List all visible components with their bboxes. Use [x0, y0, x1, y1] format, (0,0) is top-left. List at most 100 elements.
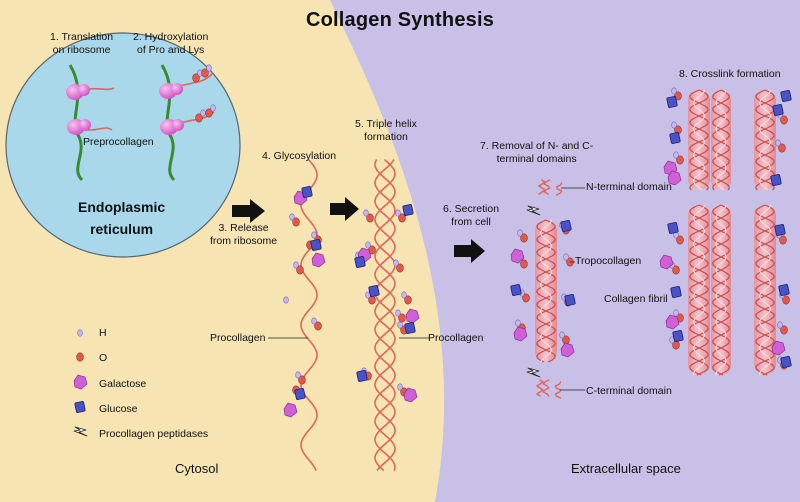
galactose-molecule [283, 402, 298, 418]
galactose-molecule [513, 326, 528, 342]
oxygen-atom [674, 91, 682, 101]
hydrogen-atom [311, 317, 317, 325]
step-7-label: 7. Removal of N- and C-terminal domains [480, 140, 594, 165]
oxygen-atom [676, 235, 684, 245]
legend-h-label: H [99, 327, 107, 339]
legend-o-label: O [99, 352, 108, 364]
helix-strand [759, 204, 772, 375]
oxygen-atom [404, 295, 412, 305]
galactose-molecule [510, 248, 525, 264]
glucose-molecule [672, 330, 684, 342]
galactose-molecule [771, 340, 786, 356]
glucose-molecule [356, 370, 368, 382]
hydrogen-atom [210, 104, 216, 112]
extracellular-label: Extracellular space [571, 461, 681, 476]
legend-peptidase-icon [73, 426, 88, 437]
oxygen-atom [192, 73, 200, 83]
c-terminal-fragment [535, 379, 545, 397]
triple-helix-strand-1 [374, 159, 396, 471]
oxygen-atom [676, 155, 684, 165]
glucose-molecule [560, 220, 572, 232]
ribosome-icon [79, 119, 91, 131]
process-arrow-1 [232, 199, 265, 223]
hydrogen-atom [363, 209, 369, 217]
fibril-helix [754, 89, 776, 191]
oxygen-atom [780, 115, 788, 125]
fibril-helix [711, 89, 731, 191]
oxygen-atom [782, 295, 790, 305]
legend-peptidases-label: Procollagen peptidases [99, 428, 209, 440]
hydrogen-atom [395, 309, 401, 317]
hydrogen-atom [311, 231, 317, 239]
oxygen-atom [779, 235, 787, 245]
hydrogen-atom [401, 291, 407, 299]
glucose-molecule [778, 284, 790, 296]
hydrogen-atom [775, 139, 781, 147]
ribosome-icon [171, 83, 183, 95]
c-terminal-label: C-terminal domain [586, 385, 672, 397]
helix-strand [693, 89, 706, 191]
legend-oxygen-icon [76, 352, 84, 362]
legend-glucose-icon [74, 401, 86, 413]
n-terminal-fragment [537, 179, 547, 195]
n-terminal-label: N-terminal domain [586, 181, 672, 193]
glucose-molecule [402, 204, 414, 216]
ribosome-icon [172, 119, 184, 131]
galactose-molecule [659, 254, 674, 270]
oxygen-atom [672, 265, 680, 275]
legend-hydrogen-icon [77, 329, 83, 337]
glucose-molecule [294, 388, 306, 400]
extracellular-region [330, 0, 800, 502]
preprocollagen-label: Preprocollagen [83, 136, 154, 148]
oxygen-atom [778, 143, 786, 153]
galactose-molecule [560, 342, 575, 358]
hydrogen-atom [515, 319, 521, 327]
glucose-molecule [368, 285, 380, 297]
glucose-molecule [354, 256, 366, 268]
oxygen-atom [398, 313, 406, 323]
hydrogen-atom [206, 64, 212, 72]
hydrogen-atom [397, 321, 403, 329]
helix-strand [755, 204, 775, 376]
oxygen-atom [398, 213, 406, 223]
galactose-molecule [311, 252, 326, 268]
oxygen-atom [205, 108, 213, 118]
fibril-helix [688, 89, 710, 191]
hydrogen-atom [293, 261, 299, 269]
peptidase-icon-n [526, 205, 541, 216]
glucose-molecule [669, 132, 681, 144]
helix-strand [755, 89, 775, 191]
n-terminal-fragment [555, 182, 563, 196]
fibril-helix [754, 204, 776, 376]
oxygen-atom [292, 217, 300, 227]
diagram-title: Collagen Synthesis [305, 9, 495, 31]
galactose-molecule [403, 387, 418, 403]
hydrogen-atom [559, 331, 565, 339]
glucose-molecule [774, 224, 786, 236]
cytosol-label: Cytosol [175, 461, 219, 476]
helix-strand [689, 89, 709, 191]
glucose-molecule [770, 174, 782, 186]
hydrogen-atom [289, 213, 295, 221]
legend-galactose-label: Galactose [99, 378, 147, 390]
glucose-molecule [404, 322, 416, 334]
helix-strand [536, 219, 556, 363]
galactose-molecule [665, 314, 680, 330]
oxygen-atom [296, 265, 304, 275]
helix-strand [540, 219, 553, 363]
glucose-molecule [780, 356, 792, 368]
oxygen-atom [201, 68, 209, 78]
oxygen-atom [522, 293, 530, 303]
oxygen-atom [396, 263, 404, 273]
glucose-molecule [670, 286, 682, 298]
n-terminal-fragment [543, 179, 551, 195]
process-arrow-2 [330, 197, 359, 221]
helix-strand [712, 204, 730, 376]
hydrogen-atom [200, 109, 206, 117]
